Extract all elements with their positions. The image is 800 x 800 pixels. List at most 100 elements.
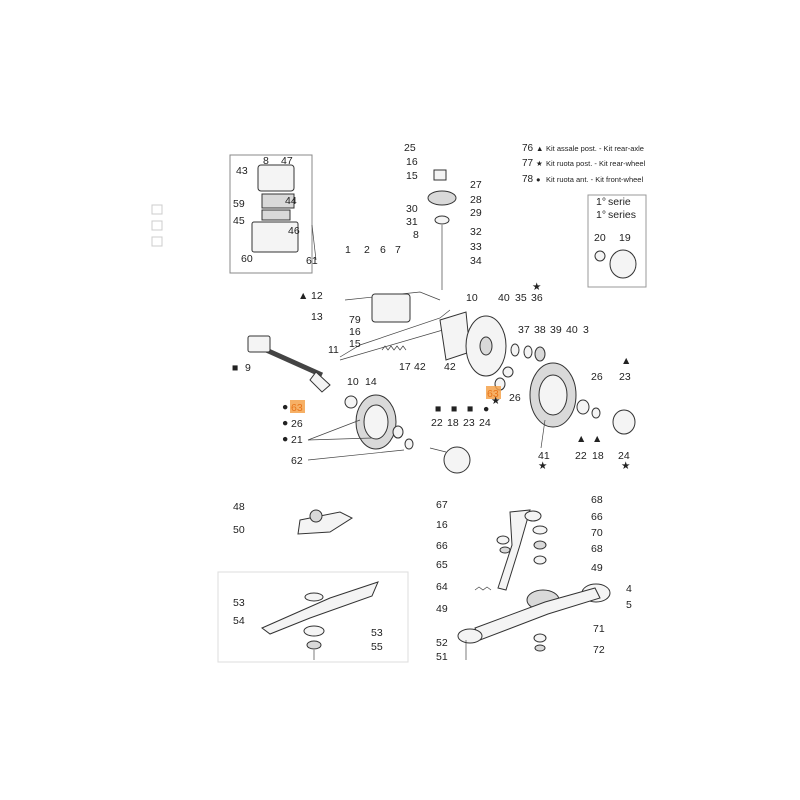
part-label-26a: 26 [291, 418, 303, 430]
part-label-37: 37 [518, 324, 530, 336]
part-label-52: 52 [436, 637, 448, 649]
part-label-33: 33 [470, 241, 482, 253]
part-label-7: 7 [395, 244, 401, 256]
part-label-22b: 22 [575, 450, 587, 462]
symbol-square-22: ■ [435, 403, 441, 415]
legend-num-77: 77 [522, 158, 534, 169]
carb-label-43: 43 [236, 165, 248, 177]
part-label-40a: 40 [498, 292, 510, 304]
legend-text-77: Kit ruota post. - Kit rear-wheel [546, 159, 646, 168]
part-label-39: 39 [550, 324, 562, 336]
part-label-68b: 68 [591, 543, 603, 555]
carb-label-46: 46 [288, 225, 300, 237]
part-label-21: 21 [291, 434, 303, 446]
legend-num-78: 78 [522, 174, 534, 185]
symbol-dot-24: ● [483, 403, 489, 415]
part-label-38: 38 [534, 324, 546, 336]
carb-label-44: 44 [285, 195, 297, 207]
part-label-3: 3 [583, 324, 589, 336]
part-label-5: 5 [626, 599, 632, 611]
part-label-27: 27 [470, 179, 482, 191]
part-label-32: 32 [470, 226, 482, 238]
part-label-14: 14 [365, 376, 377, 388]
part-label-30: 30 [406, 203, 418, 215]
part-label-66b: 66 [591, 511, 603, 523]
part-label-67: 67 [436, 499, 448, 511]
series-mark-2: 1° [596, 209, 606, 221]
part-label-65: 65 [436, 559, 448, 571]
part-label-24a: 24 [479, 417, 491, 429]
part-label-36: 36 [531, 292, 543, 304]
series-part-19: 19 [619, 232, 631, 244]
series-line2: series [608, 209, 636, 221]
part-label-10a: 10 [347, 376, 359, 388]
part-label-6: 6 [380, 244, 386, 256]
symbol-star-36: ★ [532, 281, 542, 293]
symbol-triangle-18: ▲ [592, 433, 602, 445]
part-label-4: 4 [626, 583, 632, 595]
part-label-18b: 18 [592, 450, 604, 462]
part-label-79: 79 [349, 314, 361, 326]
carb-label-8: 8 [263, 155, 269, 167]
legend-num-76: 76 [522, 143, 534, 154]
part-label-55: 55 [371, 641, 383, 653]
part-label-72: 72 [593, 644, 605, 656]
symbol-dot-63: ● [282, 401, 288, 413]
part-label-29: 29 [470, 207, 482, 219]
series-mark-1: 1° [596, 196, 606, 208]
part-label-13: 13 [311, 311, 323, 323]
belt-drive-shapes [457, 509, 611, 660]
part-label-17: 17 [399, 361, 411, 373]
legend-symbol-77: ★ [536, 159, 543, 168]
part-label-53b: 53 [371, 627, 383, 639]
part-label-16b: 16 [349, 326, 361, 338]
carburettor-inset: 43 8 47 59 44 45 46 60 61 [229, 154, 318, 274]
part-label-62: 62 [291, 455, 303, 467]
symbol-triangle-23: ▲ [621, 355, 631, 367]
part-label-41: 41 [538, 450, 550, 462]
part-label-11: 11 [328, 344, 339, 356]
highlight-63-right [486, 386, 501, 399]
part-label-42b: 42 [444, 361, 456, 373]
legend-symbol-78: ● [536, 175, 541, 184]
part-label-53a: 53 [233, 597, 245, 609]
part-label-18a: 18 [447, 417, 459, 429]
part-label-49b: 49 [591, 562, 603, 574]
legend-text-78: Kit ruota ant. - Kit front-wheel [546, 175, 643, 184]
part-label-35: 35 [515, 292, 527, 304]
part-label-64: 64 [436, 581, 448, 593]
symbol-star-24: ★ [621, 460, 631, 472]
part-label-50: 50 [233, 524, 245, 536]
part-label-15a: 15 [406, 170, 418, 182]
part-label-16a: 16 [406, 156, 418, 168]
part-label-26b: 26 [509, 392, 521, 404]
part-label-16c: 16 [436, 519, 448, 531]
main-assembly-shapes [247, 169, 636, 474]
part-label-68a: 68 [591, 494, 603, 506]
symbol-star-41: ★ [538, 460, 548, 472]
kit-symbols: ▲ ■ ● ● ● ■ ■ ■ ● ★ ★ ★ ▲ ▲ ▲ ★ [232, 281, 631, 472]
highlight-63-left [290, 400, 305, 413]
carb-label-59: 59 [233, 198, 245, 210]
symbol-star-63: ★ [491, 395, 501, 407]
part-label-31: 31 [406, 216, 418, 228]
symbol-square-23: ■ [467, 403, 473, 415]
part-label-8: 8 [413, 229, 419, 241]
carb-label-45: 45 [233, 215, 245, 227]
part-label-15b: 15 [349, 338, 361, 350]
part-label-1: 1 [345, 244, 351, 256]
part-label-9: 9 [245, 362, 251, 374]
part-label-23b: 23 [619, 371, 631, 383]
part-label-25: 25 [404, 142, 416, 154]
symbol-triangle-22: ▲ [576, 433, 586, 445]
part-label-40b: 40 [566, 324, 578, 336]
part-label-42a: 42 [414, 361, 426, 373]
part-label-26c: 26 [591, 371, 603, 383]
series-box: 1° serie 1° series 20 19 [587, 194, 647, 288]
part-label-24b: 24 [618, 450, 630, 462]
part-label-22a: 22 [431, 417, 443, 429]
part-label-70: 70 [591, 527, 603, 539]
symbol-triangle-12: ▲ [298, 290, 308, 302]
part-label-34: 34 [470, 255, 482, 267]
